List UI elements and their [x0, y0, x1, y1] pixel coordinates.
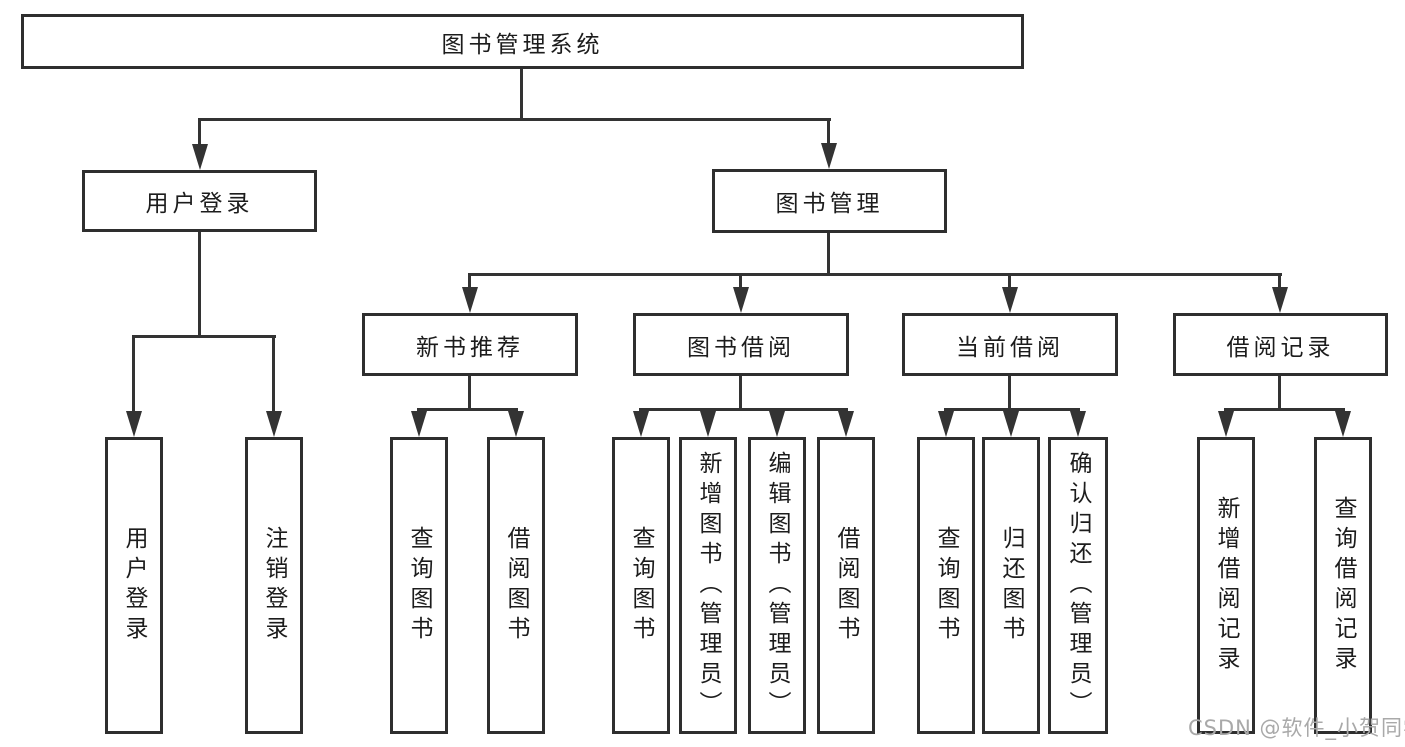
- connector-new-book-trunk: [468, 376, 471, 411]
- arrow-down-icon: [769, 411, 785, 437]
- leaf-edit-book-admin: 编辑图书（管理员）: [748, 437, 806, 734]
- leaf-label: 查询图书: [406, 525, 432, 646]
- connector-borrow-records-trunk: [1278, 376, 1281, 411]
- connector-root-span: [199, 118, 831, 121]
- leaf-query-books-current: 查询图书: [917, 437, 975, 734]
- connector-user-login-trunk: [198, 232, 201, 338]
- arrow-down-icon: [1272, 287, 1288, 313]
- leaf-add-book-admin: 新增图书（管理员）: [679, 437, 737, 734]
- leaf-return-book: 归还图书: [982, 437, 1040, 734]
- arrow-down-icon: [838, 411, 854, 437]
- connector-stem-user-login: [198, 118, 201, 150]
- connector-borrow-records-span: [1225, 408, 1345, 411]
- node-book-management: 图书管理: [712, 169, 947, 233]
- node-root: 图书管理系统: [21, 14, 1024, 69]
- arrow-down-icon: [821, 143, 837, 169]
- node-root-label: 图书管理系统: [441, 31, 604, 58]
- connector-stem-leaf: [1008, 273, 1011, 289]
- leaf-label: 查询图书: [933, 525, 959, 646]
- leaf-borrow-books: 借阅图书: [817, 437, 875, 734]
- node-borrow-records: 借阅记录: [1173, 313, 1388, 376]
- node-current-borrow-label: 当前借阅: [956, 334, 1064, 361]
- leaf-borrow-books-recommend: 借阅图书: [487, 437, 545, 734]
- arrow-down-icon: [411, 411, 427, 437]
- node-book-management-label: 图书管理: [775, 191, 884, 217]
- leaf-query-books-recommend: 查询图书: [390, 437, 448, 734]
- node-current-borrow: 当前借阅: [902, 313, 1118, 376]
- arrow-down-icon: [733, 287, 749, 313]
- leaf-confirm-return-admin: 确认归还（管理员）: [1048, 437, 1108, 734]
- node-new-book-recommend: 新书推荐: [362, 313, 578, 376]
- leaf-logout: 注销登录: [245, 437, 303, 734]
- connector-stem-book-management: [827, 118, 830, 149]
- leaf-label: 借阅图书: [503, 525, 529, 646]
- node-user-login-label: 用户登录: [145, 191, 254, 217]
- connector-stem-leaf: [739, 273, 742, 289]
- connector-book-borrow-trunk: [739, 376, 742, 411]
- connector-new-book-span: [418, 408, 518, 411]
- leaf-label: 用户登录: [121, 525, 147, 646]
- leaf-label: 新增借阅记录: [1213, 495, 1239, 676]
- node-new-book-recommend-label: 新书推荐: [416, 334, 524, 361]
- connector-book-management-trunk: [827, 233, 830, 276]
- arrow-down-icon: [1002, 287, 1018, 313]
- leaf-label: 查询借阅记录: [1330, 495, 1356, 676]
- arrow-down-icon: [508, 411, 524, 437]
- node-user-login: 用户登录: [82, 170, 317, 232]
- node-book-borrow-label: 图书借阅: [687, 334, 795, 361]
- arrow-down-icon: [700, 411, 716, 437]
- connector-user-login-span: [133, 335, 276, 338]
- arrow-down-icon: [1070, 411, 1086, 437]
- leaf-label: 确认归还（管理员）: [1065, 450, 1091, 721]
- leaf-label: 编辑图书（管理员）: [764, 450, 790, 721]
- node-borrow-records-label: 借阅记录: [1226, 334, 1335, 361]
- arrow-down-icon: [1335, 411, 1351, 437]
- leaf-add-borrow-record: 新增借阅记录: [1197, 437, 1255, 734]
- arrow-down-icon: [938, 411, 954, 437]
- connector-stem-leaf: [1278, 273, 1281, 289]
- connector-book-borrow-span: [640, 408, 848, 411]
- arrow-down-icon: [462, 287, 478, 313]
- arrow-down-icon: [192, 144, 208, 170]
- leaf-user-login: 用户登录: [105, 437, 163, 734]
- arrow-down-icon: [1218, 411, 1234, 437]
- node-book-borrow: 图书借阅: [633, 313, 849, 376]
- connector-book-management-span: [469, 273, 1282, 276]
- csdn-watermark: CSDN @软件_小贺同学: [1188, 716, 1405, 740]
- connector-stem-leaf: [132, 335, 135, 415]
- connector-current-borrow-span: [945, 408, 1080, 411]
- arrow-down-icon: [266, 411, 282, 437]
- leaf-label: 借阅图书: [833, 525, 859, 646]
- connector-current-borrow-trunk: [1008, 376, 1011, 411]
- connector-root-trunk: [520, 69, 523, 118]
- arrow-down-icon: [1003, 411, 1019, 437]
- leaf-query-borrow-record: 查询借阅记录: [1314, 437, 1372, 734]
- connector-stem-leaf: [272, 335, 275, 415]
- leaf-label: 查询图书: [628, 525, 654, 646]
- arrow-down-icon: [633, 411, 649, 437]
- leaf-label: 归还图书: [998, 525, 1024, 646]
- leaf-label: 新增图书（管理员）: [695, 450, 721, 721]
- leaf-label: 注销登录: [261, 525, 287, 646]
- arrow-down-icon: [126, 411, 142, 437]
- leaf-query-books-borrow: 查询图书: [612, 437, 670, 734]
- connector-stem-leaf: [468, 273, 471, 289]
